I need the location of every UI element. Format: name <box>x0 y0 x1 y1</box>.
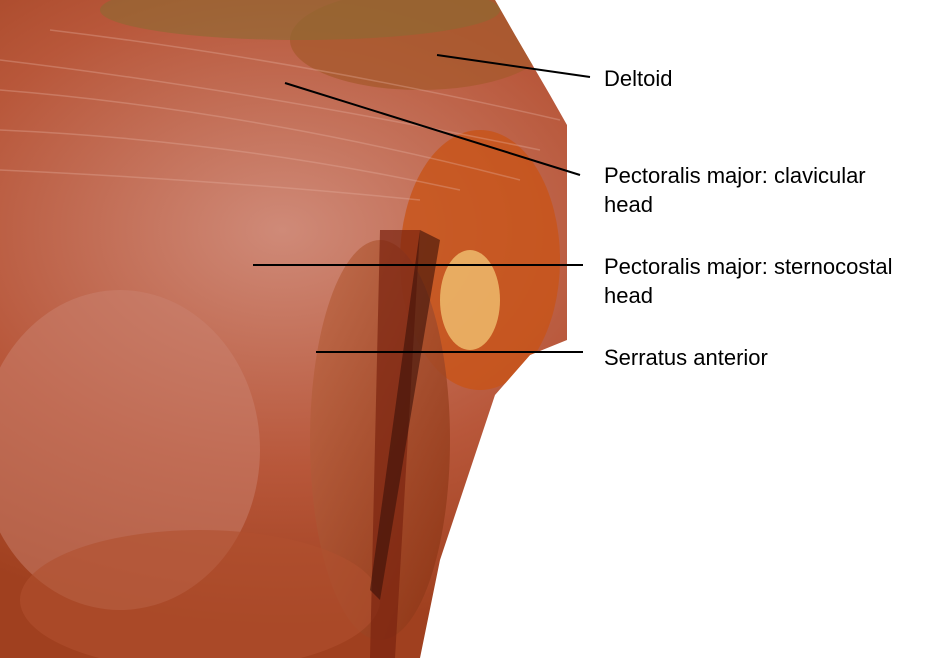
deltoid-leader-line <box>436 54 591 78</box>
label-pectoralis-clavicular: Pectoralis major: clavicular head <box>604 161 866 219</box>
label-pectoralis-sternocostal: Pectoralis major: sternocostal head <box>604 252 893 310</box>
leader-lines <box>253 54 591 353</box>
label-serratus-anterior: Serratus anterior <box>604 345 768 370</box>
label-deltoid: Deltoid <box>604 66 673 91</box>
label-line: Pectoralis major: sternocostal <box>604 254 893 279</box>
clavicular-leader-line <box>284 82 581 176</box>
label-line: head <box>604 192 653 217</box>
label-line: Pectoralis major: clavicular <box>604 163 866 188</box>
label-line: head <box>604 283 653 308</box>
